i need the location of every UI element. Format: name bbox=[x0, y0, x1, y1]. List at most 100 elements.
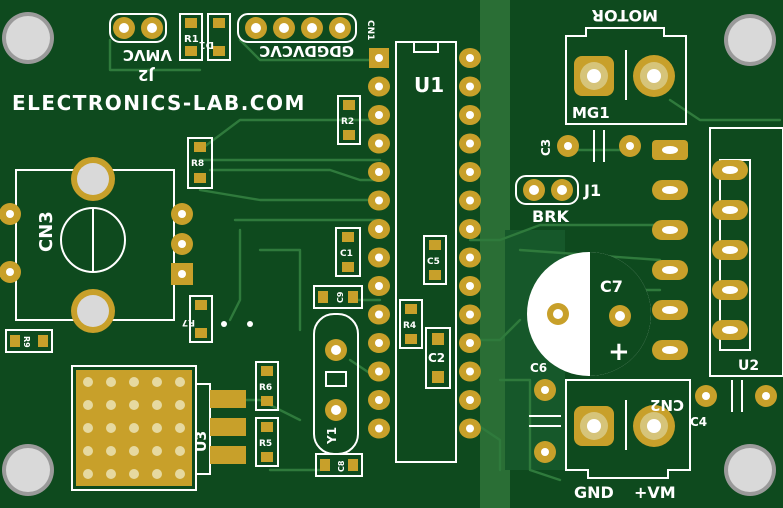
u1-outline bbox=[395, 41, 457, 463]
r9-resistor: R9 bbox=[5, 329, 53, 353]
u3-thermal-via bbox=[175, 423, 185, 433]
cn1-pin-labels: GDGDVCVC bbox=[259, 42, 354, 60]
j1-outline bbox=[515, 175, 579, 205]
j1-hole-1 bbox=[529, 185, 539, 195]
r6-label: R6 bbox=[259, 383, 272, 393]
r1-pad-1 bbox=[185, 18, 197, 28]
u1-pin-hole bbox=[375, 367, 383, 376]
u2-pin-hole bbox=[662, 306, 678, 314]
mounting-hole-top-right-center bbox=[728, 18, 772, 62]
c2-label: C2 bbox=[428, 351, 445, 365]
c1-outline bbox=[335, 227, 361, 277]
u1-pin-hole bbox=[375, 82, 383, 91]
cn3-hole-3 bbox=[178, 210, 186, 218]
cn1-hole-2 bbox=[279, 23, 289, 33]
u1-pin-hole bbox=[466, 168, 474, 176]
d1-outline bbox=[207, 13, 231, 61]
r9-outline bbox=[5, 329, 53, 353]
j1-hole-2 bbox=[557, 185, 567, 195]
u1-pin-hole bbox=[375, 339, 383, 347]
c9-pad-1 bbox=[318, 291, 328, 303]
u3-thermal-via bbox=[175, 377, 185, 387]
cn3-label: CN3 bbox=[36, 211, 57, 252]
u2-driver: U2 bbox=[652, 127, 783, 377]
c8-capacitor: C8 bbox=[315, 453, 363, 477]
u1-ic: U1 bbox=[368, 41, 481, 463]
gnd-label: GND bbox=[574, 483, 614, 502]
u3-thermal-via bbox=[129, 469, 139, 479]
c6-hole-1 bbox=[541, 386, 549, 394]
cn1-header: GDGDVCVC CN1 bbox=[237, 13, 375, 60]
u3-thermal-via bbox=[152, 423, 162, 433]
c5-pad-1 bbox=[429, 240, 441, 250]
c5-capacitor: C5 bbox=[423, 235, 447, 285]
j1-label: J1 bbox=[583, 181, 601, 200]
motor-label: MOTOR bbox=[592, 6, 658, 25]
u2-pin-hole bbox=[662, 346, 678, 354]
r1-outline bbox=[179, 13, 203, 61]
u3-thermal-via bbox=[129, 377, 139, 387]
d1-diode: D1 bbox=[199, 13, 231, 61]
u2-pins bbox=[652, 140, 748, 360]
c3-capacitor: C3 bbox=[539, 130, 641, 162]
cn3-mount-hole-bottom bbox=[77, 295, 109, 327]
u2-pin-hole bbox=[722, 246, 738, 254]
cn3-encoder: CN3 bbox=[0, 157, 193, 333]
c9-pad-2 bbox=[348, 291, 358, 303]
c8-label: C8 bbox=[337, 460, 346, 472]
u3-thermal-via bbox=[175, 400, 185, 410]
u3-thermal-via bbox=[83, 446, 93, 456]
c5-outline bbox=[423, 235, 447, 285]
u1-pin-hole bbox=[466, 396, 474, 404]
c5-pad-2 bbox=[429, 270, 441, 280]
r9-label: R9 bbox=[22, 336, 31, 348]
r5-pad-1 bbox=[261, 422, 273, 432]
mg1-hole-1 bbox=[587, 69, 601, 83]
u1-pin-hole bbox=[466, 139, 474, 148]
c1-capacitor: C1 bbox=[335, 227, 361, 277]
j2-hole-1 bbox=[119, 23, 129, 33]
r2-pad-1 bbox=[343, 100, 355, 110]
u3-label: U3 bbox=[194, 431, 210, 452]
u3-thermal-via bbox=[129, 423, 139, 433]
r4-label: R4 bbox=[403, 321, 416, 331]
u3-thermal-via bbox=[152, 400, 162, 410]
r1-label: R1 bbox=[184, 34, 199, 45]
r8-pad-2 bbox=[194, 173, 206, 183]
brk-label: BRK bbox=[532, 207, 570, 226]
cn3-hole-4 bbox=[178, 240, 186, 248]
u1-label: U1 bbox=[414, 73, 444, 97]
mounting-hole-top-left-center bbox=[6, 16, 50, 60]
u1-pin-hole bbox=[375, 196, 383, 205]
r7-outline bbox=[189, 295, 213, 343]
r8-label: R8 bbox=[191, 159, 204, 169]
r2-pad-2 bbox=[343, 130, 355, 140]
cn2-power-connector: CN2 GND +VM bbox=[565, 379, 691, 502]
via bbox=[221, 321, 227, 327]
trace bbox=[258, 248, 302, 332]
u1-pin-hole bbox=[375, 139, 383, 148]
j2-outline bbox=[109, 13, 167, 43]
u2-label: U2 bbox=[738, 358, 759, 374]
u3-thermal-via bbox=[129, 400, 139, 410]
c6-capacitor: C6 bbox=[529, 361, 561, 463]
r6-pad-2 bbox=[261, 396, 273, 406]
cn3-hole-5 bbox=[178, 270, 186, 278]
mounting-hole-bottom-left-center bbox=[6, 448, 50, 492]
c4-label: C4 bbox=[690, 415, 707, 429]
c2-outline bbox=[425, 327, 451, 389]
cn1-outline bbox=[237, 13, 357, 43]
u3-pin-1 bbox=[210, 390, 246, 408]
cn1-hole-3 bbox=[307, 23, 317, 33]
c3-hole-2 bbox=[626, 142, 634, 150]
mg1-label: MG1 bbox=[572, 104, 610, 122]
u3-thermal-via bbox=[106, 423, 116, 433]
mg1-hole-2 bbox=[647, 69, 661, 83]
u1-pin-hole bbox=[375, 282, 383, 290]
r7-resistor: R7 bbox=[182, 295, 213, 343]
u1-pin-hole bbox=[375, 168, 383, 176]
u1-pin-hole bbox=[466, 282, 474, 290]
u3-thermal-via bbox=[175, 469, 185, 479]
r2-label: R2 bbox=[341, 117, 354, 127]
c7-label: C7 bbox=[600, 277, 623, 296]
